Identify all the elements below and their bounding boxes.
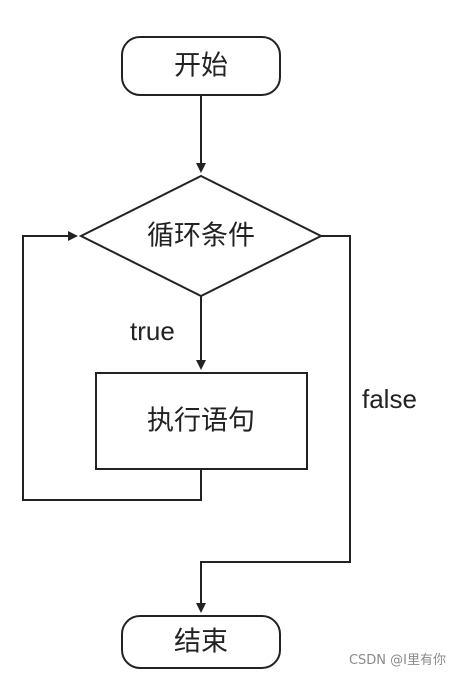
edge-loop-back xyxy=(22,231,202,501)
statement-node-label: 执行语句 xyxy=(147,406,255,437)
condition-node-label: 循环条件 xyxy=(147,221,255,252)
start-node-label: 开始 xyxy=(174,51,228,82)
end-node-label: 结束 xyxy=(174,627,228,658)
edge-condition-to-end xyxy=(196,235,351,613)
false-label: false xyxy=(362,384,417,414)
true-label: true xyxy=(130,316,175,346)
statement-node xyxy=(95,372,308,470)
watermark: CSDN @I里有你 xyxy=(349,653,446,668)
end-node xyxy=(121,615,281,669)
